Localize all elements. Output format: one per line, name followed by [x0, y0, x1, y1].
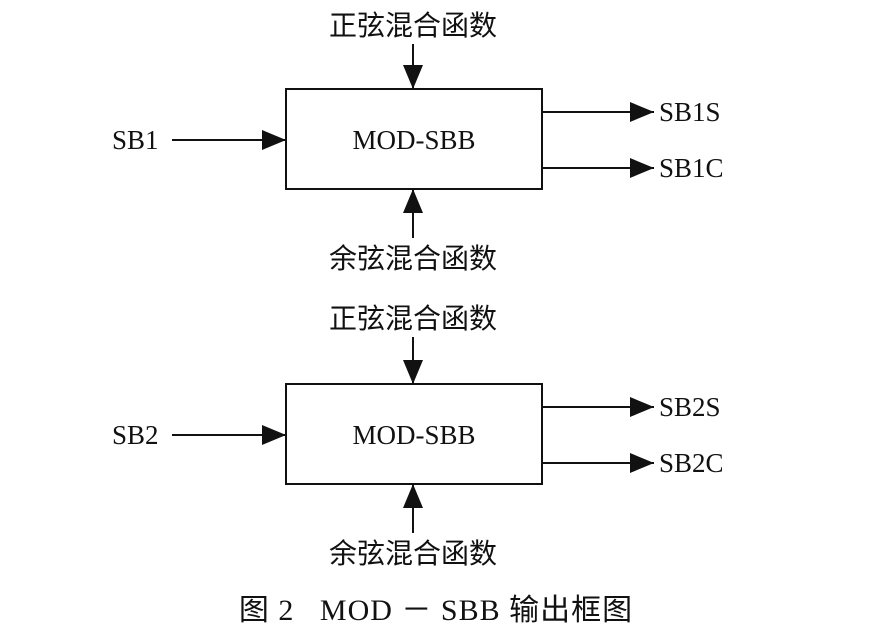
cosine-mix-input-label: 余弦混合函数 — [329, 243, 497, 275]
sb2c-output-label: SB2C — [659, 448, 724, 478]
sine-mix-input-label: 正弦混合函数 — [329, 10, 497, 42]
sb1s-output-label: SB1S — [659, 97, 721, 127]
figure-caption: 图 2 MOD － SBB 输出框图 — [238, 594, 634, 627]
sine-mix-input-label: 正弦混合函数 — [329, 303, 497, 335]
mod-sbb-label: MOD-SBB — [352, 125, 475, 155]
sb1c-output-label: SB1C — [659, 153, 724, 183]
block-diagram: 正弦混合函数 MOD-SBB SB1 SB1S SB1C 余弦混合函数 正弦混合… — [112, 10, 724, 570]
sb2s-output-label: SB2S — [659, 392, 721, 422]
mod-sbb-label: MOD-SBB — [352, 420, 475, 450]
block-2: 正弦混合函数 MOD-SBB SB2 SB2S SB2C 余弦混合函数 — [112, 303, 724, 570]
cosine-mix-input-label: 余弦混合函数 — [329, 538, 497, 570]
sb2-input-label: SB2 — [112, 420, 159, 450]
block-1: 正弦混合函数 MOD-SBB SB1 SB1S SB1C 余弦混合函数 — [112, 10, 724, 275]
sb1-input-label: SB1 — [112, 125, 159, 155]
